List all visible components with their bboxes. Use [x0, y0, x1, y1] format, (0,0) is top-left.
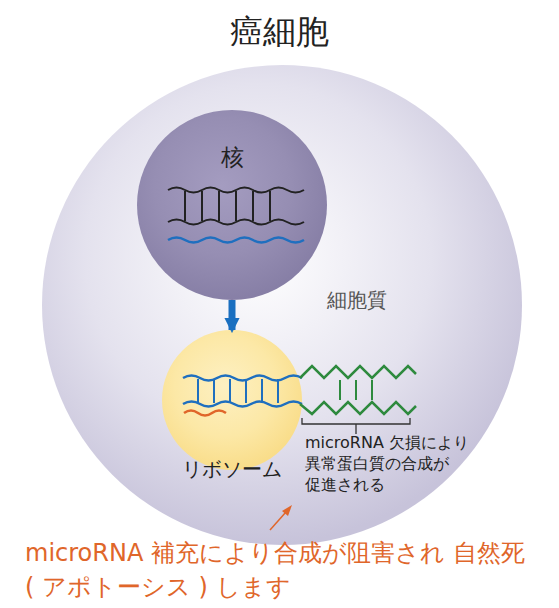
cell-circle: 細胞質 核リボソーム — [42, 65, 522, 545]
annotation-text: microRNA 欠損により 異常蛋白質の合成が 促進される — [305, 432, 495, 495]
node-label: 核 — [137, 142, 327, 173]
ribosome-circle: リボソーム — [162, 330, 302, 470]
bracket — [302, 418, 410, 434]
dna-strand — [168, 188, 304, 243]
node-label: リボソーム — [162, 456, 302, 483]
node-outline — [42, 65, 522, 545]
node-shape — [137, 110, 327, 300]
node-shape — [162, 330, 302, 470]
node-outline — [162, 330, 302, 470]
note-text: microRNA 補充により合成が阻害され 自然死 ( アポトーシス ) します — [25, 536, 537, 604]
flow-arrow — [229, 300, 236, 330]
node-label: 細胞質 — [327, 287, 387, 314]
rna-strand — [183, 376, 302, 416]
diagram-title: 癌細胞 — [0, 10, 559, 55]
protein-chain — [300, 366, 416, 414]
leader-arrow — [270, 505, 292, 530]
node-outline — [137, 110, 327, 300]
nucleus-circle: 核 — [137, 110, 327, 300]
